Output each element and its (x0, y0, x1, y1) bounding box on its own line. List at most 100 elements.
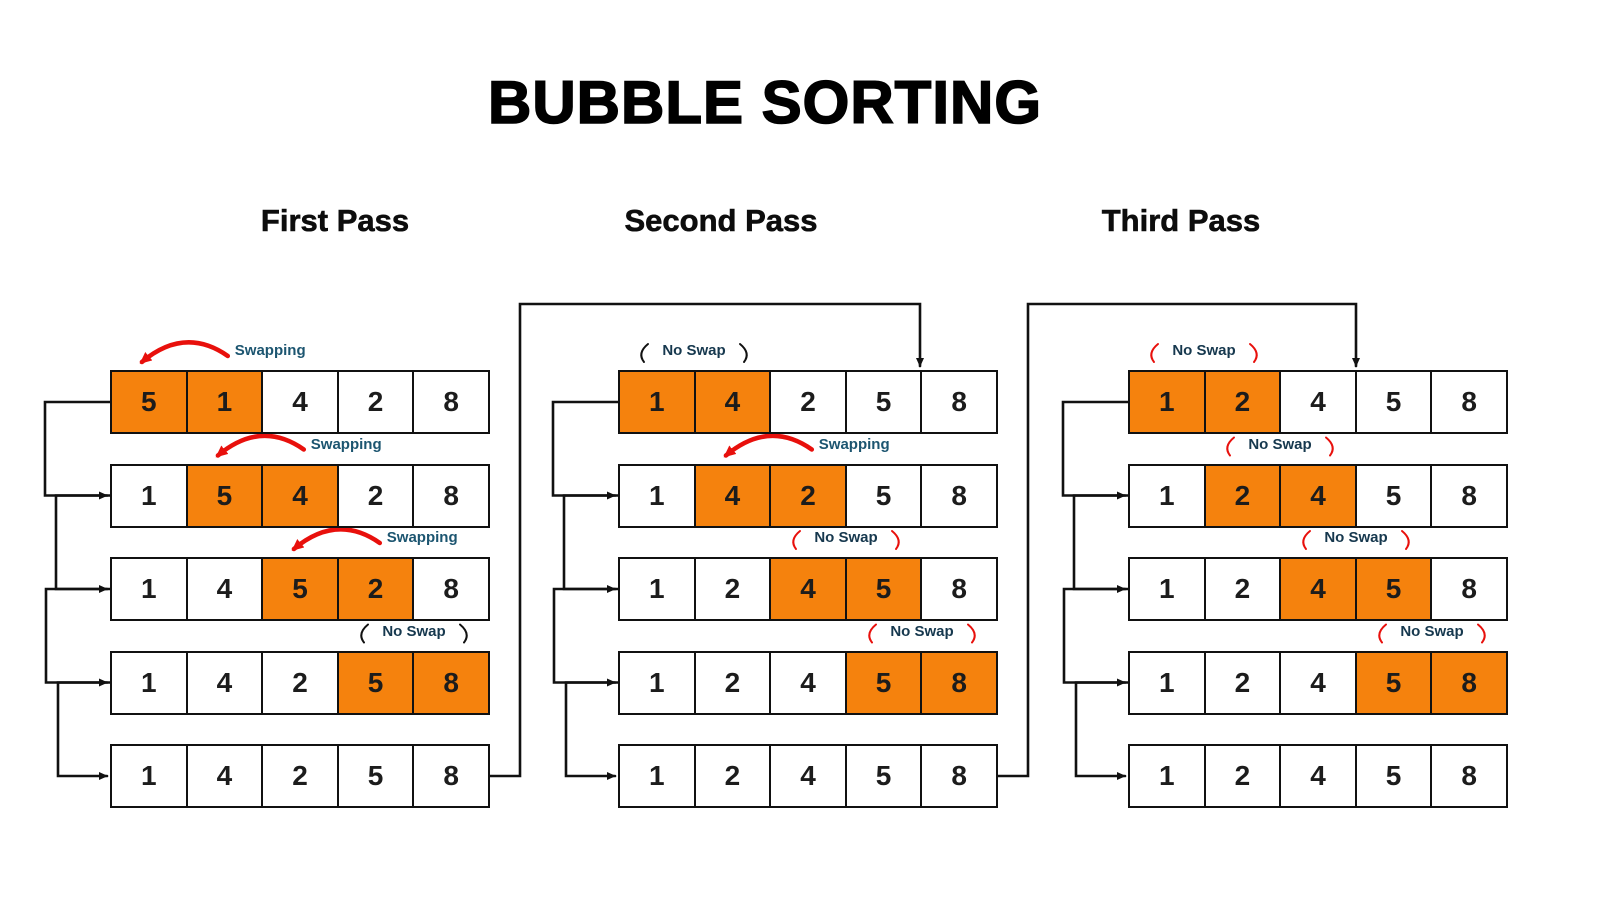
swap-arrow (723, 433, 815, 458)
annotation-label: No Swap (890, 622, 954, 640)
swap-arrow (139, 340, 231, 365)
array-cell: 2 (695, 652, 772, 713)
array-cell: 1 (620, 372, 696, 432)
swap-arrow (215, 433, 307, 458)
noswap-tick (1378, 623, 1387, 644)
array-cell: 5 (1356, 652, 1433, 713)
array-cell: 2 (338, 465, 415, 526)
row-flow-connector (562, 494, 620, 593)
array-cell: 1 (112, 652, 188, 713)
array-cell: 1 (1130, 746, 1206, 806)
annotation-label: Swapping (310, 435, 382, 453)
array-cell: 8 (1432, 652, 1506, 713)
noswap-tick (1302, 530, 1311, 550)
page-title: BUBBLE SORTING (487, 68, 1042, 137)
array-cell: 2 (695, 559, 772, 619)
array-cell: 4 (695, 372, 772, 432)
array-cell: 4 (1281, 465, 1357, 526)
array-cell: 8 (1432, 559, 1506, 619)
array-cell: 8 (414, 465, 488, 526)
array-cell: 4 (771, 559, 847, 619)
annotation-label: No Swap (1324, 529, 1388, 546)
annotation-label: No Swap (814, 529, 878, 546)
array-cell: 8 (1432, 372, 1506, 432)
noswap-tick (459, 623, 468, 644)
array-cell: 5 (1356, 465, 1433, 526)
noswap-tick (1226, 436, 1235, 457)
array-cell: 1 (620, 465, 696, 526)
row-flow-connector (552, 587, 620, 687)
array-cell: 2 (1205, 746, 1282, 806)
annotation-label: No Swap (662, 342, 726, 359)
annotation-label: No Swap (1400, 622, 1464, 640)
annotation-label: No Swap (1248, 435, 1312, 453)
array-cell: 8 (414, 559, 488, 619)
array-cell: 8 (922, 465, 996, 526)
array-cell: 5 (112, 372, 188, 432)
array-cell: 5 (338, 746, 415, 806)
array-cell: 8 (922, 746, 996, 806)
array-cell: 2 (1205, 652, 1282, 713)
array-cell: 1 (112, 746, 188, 806)
array-cell: 8 (414, 746, 488, 806)
noswap-tick (1150, 343, 1159, 363)
array-cell: 4 (1281, 559, 1357, 619)
array-cell: 1 (112, 559, 188, 619)
array-cell: 4 (263, 465, 339, 526)
array-cell: 4 (187, 652, 264, 713)
array-cell: 2 (1205, 559, 1282, 619)
row-flow-connector (54, 494, 112, 593)
array-cell: 2 (263, 652, 339, 713)
annotation-label: No Swap (1172, 342, 1236, 359)
noswap-tick (640, 343, 649, 363)
array-cell: 1 (187, 372, 264, 432)
array-cell: 2 (771, 465, 847, 526)
array-cell: 8 (1432, 465, 1506, 526)
noswap-tick (1249, 343, 1258, 363)
noswap-tick (967, 623, 976, 644)
annotation-label: Swapping (386, 529, 458, 546)
row-flow-connector (1061, 400, 1130, 500)
array-cell: 4 (695, 465, 772, 526)
array-cell: 5 (1356, 559, 1433, 619)
noswap-tick (1401, 530, 1410, 550)
array-cell: 1 (620, 746, 696, 806)
row-flow-connector (564, 681, 620, 780)
noswap-tick (891, 530, 900, 550)
pass-title: Second Pass (624, 203, 818, 239)
array-cell: 1 (1130, 559, 1206, 619)
array-cell: 5 (1356, 746, 1433, 806)
pass-title: First Pass (260, 203, 410, 239)
array-cell: 8 (922, 559, 996, 619)
array-cell: 2 (771, 372, 847, 432)
array-cell: 4 (771, 652, 847, 713)
row-flow-connector (551, 400, 620, 500)
array-cell: 8 (922, 372, 996, 432)
pass-title: Third Pass (1101, 203, 1261, 239)
annotation-label: Swapping (818, 435, 890, 453)
array-cell: 1 (620, 559, 696, 619)
array-cell: 1 (1130, 465, 1206, 526)
row-flow-connector (56, 681, 112, 780)
array-cell: 5 (263, 559, 339, 619)
annotation-label: No Swap (382, 622, 446, 640)
array-cell: 4 (771, 746, 847, 806)
array-cell: 5 (846, 652, 923, 713)
noswap-tick (868, 623, 877, 644)
annotation-label: Swapping (234, 342, 306, 359)
array-cell: 4 (1281, 372, 1357, 432)
array-cell: 1 (112, 465, 188, 526)
array-cell: 2 (695, 746, 772, 806)
array-cell: 5 (338, 652, 415, 713)
array-cell: 2 (338, 559, 415, 619)
noswap-tick (360, 623, 369, 644)
